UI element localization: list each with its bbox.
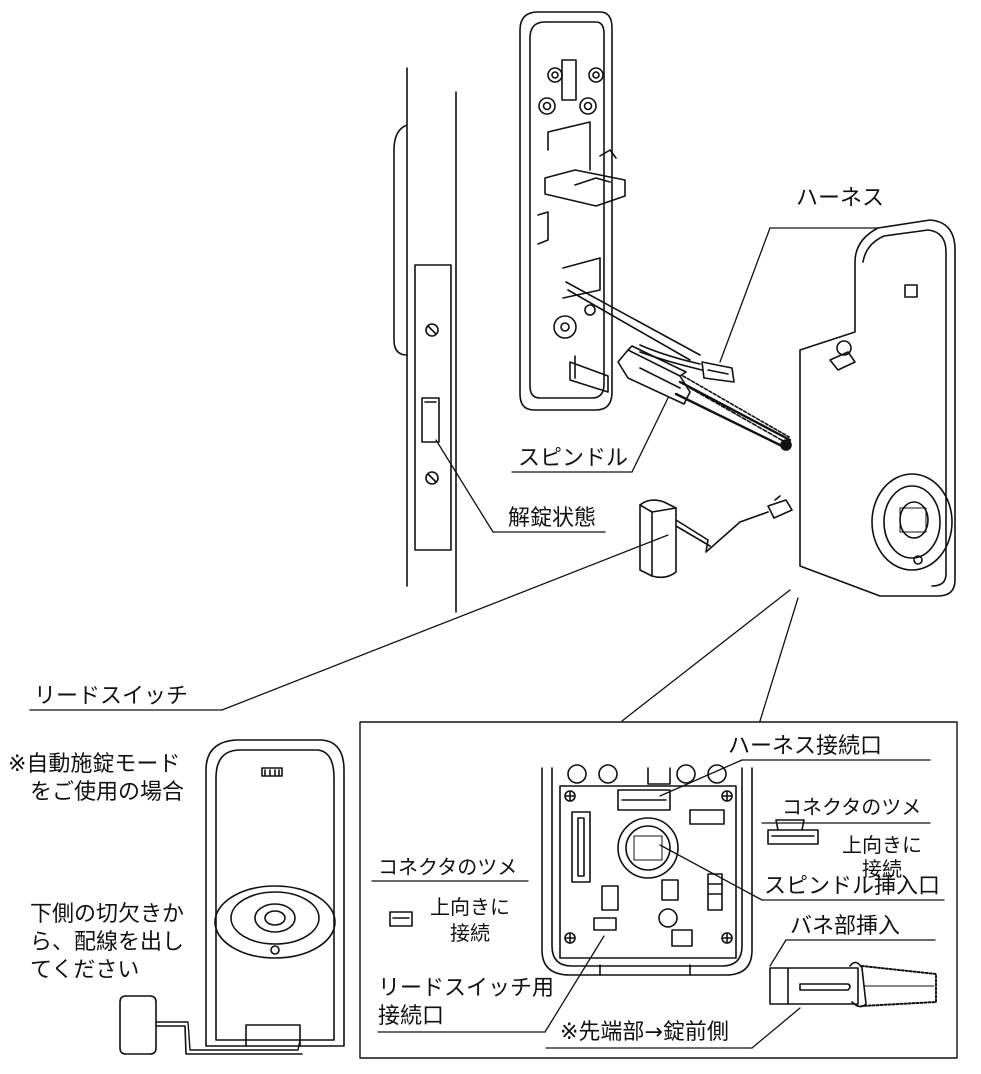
connector-tab-left-label: コネクタのツメ bbox=[378, 855, 518, 879]
reed-switch-label: リードスイッチ bbox=[34, 684, 189, 709]
connect-upward-left-line2: 接続 bbox=[450, 921, 490, 945]
connect-upward-right-line1: 上向きに bbox=[842, 833, 922, 857]
harness-label: ハーネス bbox=[796, 186, 885, 211]
connector-tab-right-label: コネクタのツメ bbox=[782, 795, 922, 819]
leader-lines bbox=[29, 397, 799, 722]
front-cover bbox=[119, 739, 345, 1055]
unlocked-state-label: 解錠状態 bbox=[508, 506, 597, 531]
cutout-note-line3: てください bbox=[30, 958, 140, 983]
spindle-label: スピンドル bbox=[518, 446, 629, 471]
detail-box bbox=[359, 721, 958, 1059]
reed-port-label-line2: 接続口 bbox=[378, 1004, 445, 1029]
tip-note-label: ※先端部→錠前側 bbox=[560, 1020, 729, 1045]
cutout-note-line2: ら、配線を出し bbox=[30, 930, 185, 955]
spring-insert-label: バネ部挿入 bbox=[790, 914, 901, 939]
connect-upward-right-line2: 接続 bbox=[862, 857, 902, 881]
door-edge bbox=[393, 67, 457, 613]
spindle-slot-label: スピンドル挿入口 bbox=[764, 874, 941, 899]
spindle bbox=[617, 345, 792, 451]
auto-lock-note-line1: ※自動施錠モード bbox=[8, 752, 181, 777]
cutout-note-line1: 下側の切欠きか bbox=[30, 902, 185, 927]
reed-port-label-line1: リードスイッチ用 bbox=[378, 976, 555, 1001]
harness-cable bbox=[639, 227, 913, 383]
connect-upward-left-line1: 上向きに bbox=[430, 895, 510, 919]
lock-unit bbox=[799, 219, 956, 597]
harness-port-label: ハーネス接続口 bbox=[728, 734, 883, 759]
mounting-plate bbox=[519, 11, 701, 411]
auto-lock-note-line2: をご使用の場合 bbox=[30, 780, 185, 805]
